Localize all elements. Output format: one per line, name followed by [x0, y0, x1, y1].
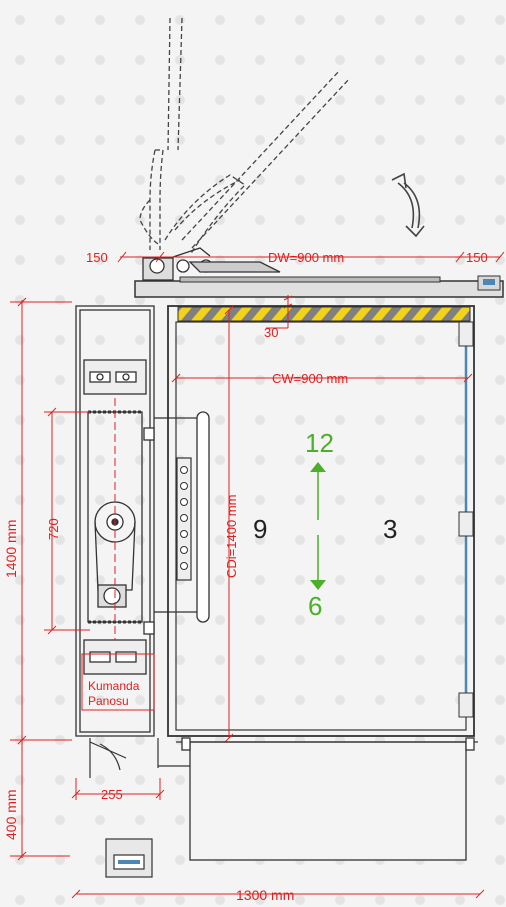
sill-gap-label: 30	[264, 325, 278, 340]
car-operating-panel	[176, 457, 192, 581]
down-value: 6	[308, 591, 322, 621]
cabin-width-label: CW=900 mm	[272, 371, 348, 386]
door-width-label: DW=900 mm	[268, 250, 344, 265]
panel-width-label: 255	[101, 787, 123, 802]
glass-panel	[458, 321, 474, 718]
shaft-depth-label: 1400 mm	[3, 520, 19, 578]
hazard-stripe	[177, 306, 471, 322]
up-down-arrow	[310, 462, 326, 590]
cabin-depth-label: CDi=1400 mm	[224, 495, 239, 578]
control-panel-line2: Panosu	[88, 694, 129, 708]
pit-area	[158, 737, 478, 861]
cabin-width-dimension	[171, 373, 473, 383]
top-dimension	[117, 251, 505, 263]
rotation-arrow-icon	[391, 172, 425, 238]
pit-extra-label: 400 mm	[3, 789, 19, 840]
landing-call-panel	[105, 838, 153, 878]
panel-width-dimension	[71, 778, 165, 800]
cabin-left-number: 9	[253, 514, 267, 544]
service-door	[89, 738, 159, 778]
cabin-depth-dimension	[224, 305, 234, 743]
machine-column	[75, 305, 170, 737]
total-width-label: 1300 mm	[236, 887, 294, 903]
handrail	[170, 411, 210, 623]
control-panel-box	[81, 653, 155, 711]
door-left-clear-label: 150	[86, 250, 108, 265]
door-swing-dashed	[139, 17, 351, 256]
up-value: 12	[305, 428, 334, 458]
landing-door-sill	[134, 275, 504, 298]
door-hinge-mechanism	[142, 247, 281, 281]
shaft-depth-dimension	[10, 297, 72, 745]
total-width-dimension	[71, 889, 485, 899]
control-panel-line1: Kumanda	[88, 679, 140, 693]
machine-span-dimension	[44, 407, 90, 635]
door-right-clear-label: 150	[466, 250, 488, 265]
pit-extra-dimension	[10, 740, 70, 861]
machine-span-label: 720	[46, 518, 61, 540]
cabin-right-number: 3	[383, 514, 397, 544]
